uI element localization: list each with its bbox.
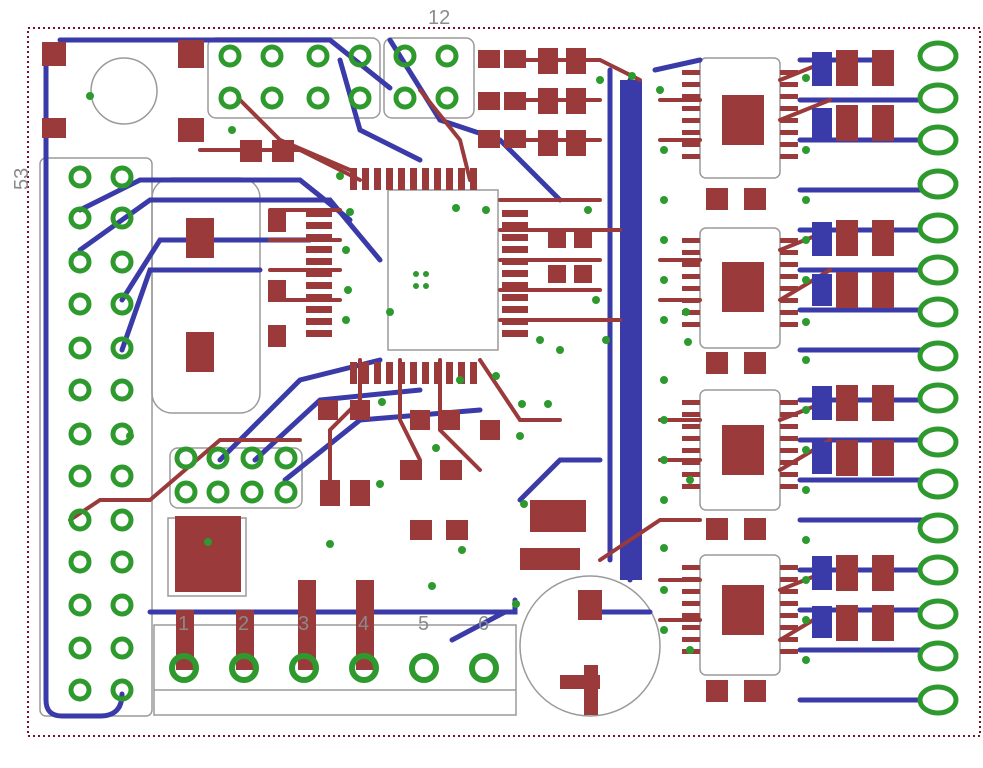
mcu-pins <box>306 168 528 384</box>
top-pads <box>42 40 764 715</box>
output-resistors <box>836 50 894 641</box>
side-label: 53 <box>11 168 33 190</box>
smd-components <box>240 48 766 702</box>
terminal-label-2: 2 <box>238 613 249 635</box>
board-edge <box>27 27 981 737</box>
terminal-label-6: 6 <box>478 613 489 635</box>
vias <box>86 72 810 664</box>
output-copper <box>812 52 832 638</box>
screw-terminal <box>154 653 516 691</box>
terminal-label-3: 3 <box>298 613 309 635</box>
bottom-copper-bus <box>620 80 642 580</box>
left-header-pads <box>68 165 134 702</box>
top-header-pads <box>174 44 459 504</box>
terminal-label-5: 5 <box>418 613 429 635</box>
right-connector-pads <box>917 40 959 716</box>
terminal-label-4: 4 <box>358 613 369 635</box>
header-number-label: 12 <box>428 7 450 29</box>
terminal-label-1: 1 <box>178 613 189 635</box>
terminal-labels: 1 2 3 4 5 6 <box>178 613 489 635</box>
driver-ic-pins <box>682 70 798 654</box>
